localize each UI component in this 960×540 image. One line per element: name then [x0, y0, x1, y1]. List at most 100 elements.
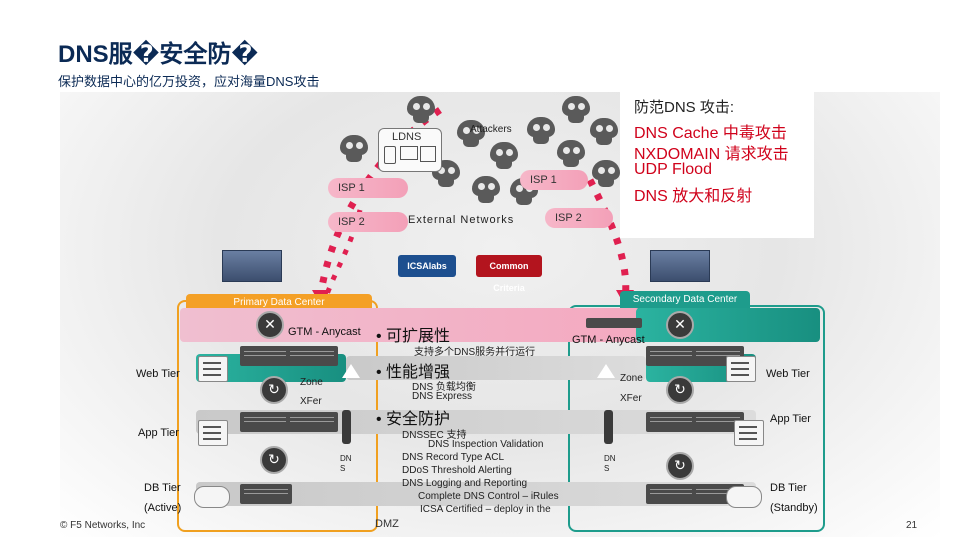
router-icon: ↻ [666, 452, 694, 480]
skull-icon [560, 96, 592, 124]
secondary-app-tier-label: App Tier [770, 413, 811, 425]
dns-pillar [342, 410, 351, 444]
ldns-box [378, 128, 442, 172]
secondary-standby-label: (Standby) [770, 502, 818, 514]
gtm-band-secondary [636, 308, 820, 342]
server-icon [198, 420, 228, 446]
skull-icon [525, 117, 557, 145]
server-icon [198, 356, 228, 382]
primary-gtm-label: GTM - Anycast [288, 326, 361, 338]
attack-types-panel [620, 88, 814, 238]
page-title: DNS服�安全防� [58, 41, 259, 68]
feature-security-detail: DDoS Threshold Alerting [402, 465, 512, 476]
switch-device [286, 412, 338, 432]
attack-arrow-right [586, 178, 630, 301]
feature-security-detail: DNS Logging and Reporting [402, 478, 528, 489]
feature-security-detail: ICSA Certified – deploy in the [420, 504, 551, 515]
web-tier-band-mid [346, 356, 646, 380]
tablet-icon [420, 146, 436, 162]
attackers-label: Attackers [470, 124, 512, 135]
primary-web-tier-label: Web Tier [136, 368, 180, 380]
isp2-right-pill: ISP 2 [545, 208, 613, 228]
isp2-left-pill: ISP 2 [328, 212, 408, 232]
icsa-labs-logo: ICSAlabs [398, 255, 456, 277]
router-icon: ↻ [666, 376, 694, 404]
switch-device [646, 346, 698, 366]
switch-device [286, 346, 338, 366]
database-icon [726, 486, 762, 508]
primary-app-tier-label: App Tier [138, 427, 179, 439]
isp1-right-pill: ISP 1 [520, 170, 588, 190]
attack-item: DNS 放大和反射 [634, 188, 753, 205]
switch-device [240, 484, 292, 504]
attack-item: NXDOMAIN 请求攻击 [634, 146, 789, 163]
ldns-label: LDNS [392, 131, 422, 143]
switch-device [240, 412, 292, 432]
dns-label-primary: DN S [340, 454, 352, 473]
isp1-left-pill: ISP 1 [328, 178, 408, 198]
isp2-right-label: ISP 2 [555, 212, 582, 224]
skull-icon [590, 160, 622, 188]
feature-security-detail: DNS Record Type ACL [402, 452, 505, 463]
skull-icon [470, 176, 502, 204]
feature-scalability-title: • 可扩展性 [376, 328, 451, 345]
common-criteria-logo: Common Criteria [476, 255, 542, 293]
feature-performance-detail: DNS 负载均衡 [412, 382, 476, 393]
isp2-left-label: ISP 2 [338, 216, 365, 228]
feature-scalability-detail: 支持多个DNS服务并行运行 [414, 347, 536, 358]
primary-zone-label: Zone [300, 377, 323, 388]
attack-item: DNS Cache 中毒攻击 [634, 125, 787, 142]
skull-icon [588, 118, 620, 146]
secondary-gtm-label: GTM - Anycast [572, 334, 645, 346]
feature-security-detail: Complete DNS Control – iRules [418, 491, 559, 502]
laptop-icon [400, 146, 418, 160]
primary-dc-label: Primary Data Center [186, 294, 372, 312]
switch-device [646, 484, 698, 504]
database-icon [194, 486, 230, 508]
arrow-up-icon [342, 364, 360, 378]
phone-icon [384, 146, 396, 164]
primary-xfer-label: XFer [300, 396, 322, 407]
attack-types-title: 防范DNS 攻击: [634, 99, 735, 116]
secondary-web-tier-label: Web Tier [766, 368, 810, 380]
secondary-xfer-label: XFer [620, 393, 642, 404]
feature-security-title: • 安全防护 [376, 411, 451, 428]
primary-db-tier-label: DB Tier [144, 482, 181, 494]
external-networks-label: External Networks [408, 214, 515, 226]
skull-icon [338, 135, 370, 163]
router-icon: ✕ [666, 311, 694, 339]
page-subtitle: 保护数据中心的亿万投资，应对海量DNS攻击 [58, 74, 320, 89]
secondary-dc-label: Secondary Data Center [620, 291, 750, 309]
skull-icon [555, 140, 587, 168]
dns-label-secondary: DN S [604, 454, 616, 473]
router-icon: ✕ [256, 311, 284, 339]
page-number: 21 [906, 520, 918, 531]
server-icon [734, 420, 764, 446]
feature-security-detail: DNSSEC 支持 [402, 430, 467, 441]
copyright: © F5 Networks, Inc [60, 520, 146, 531]
switch-device [240, 346, 292, 366]
skull-icon [455, 120, 487, 148]
gtm-device-secondary [586, 318, 642, 328]
secondary-db-tier-label: DB Tier [770, 482, 807, 494]
switch-device [646, 412, 698, 432]
primary-building-icon [222, 250, 282, 282]
attack-item: UDP Flood [634, 161, 712, 178]
arrow-up-icon [597, 364, 615, 378]
primary-active-label: (Active) [144, 502, 182, 514]
dns-pillar [604, 410, 613, 444]
isp1-left-label: ISP 1 [338, 182, 365, 194]
dmz-label: DMZ [375, 518, 399, 530]
skull-icon [488, 142, 520, 170]
router-icon: ↻ [260, 376, 288, 404]
server-icon [726, 356, 756, 382]
feature-performance-detail: DNS Express [412, 391, 473, 402]
secondary-zone-label: Zone [620, 373, 643, 384]
feature-performance-title: • 性能增强 [376, 364, 451, 381]
secondary-building-icon [650, 250, 710, 282]
feature-security-detail: DNS Inspection Validation [428, 439, 544, 450]
router-icon: ↻ [260, 446, 288, 474]
skull-icon [405, 96, 437, 124]
isp1-right-label: ISP 1 [530, 174, 557, 186]
switch-device [692, 412, 744, 432]
